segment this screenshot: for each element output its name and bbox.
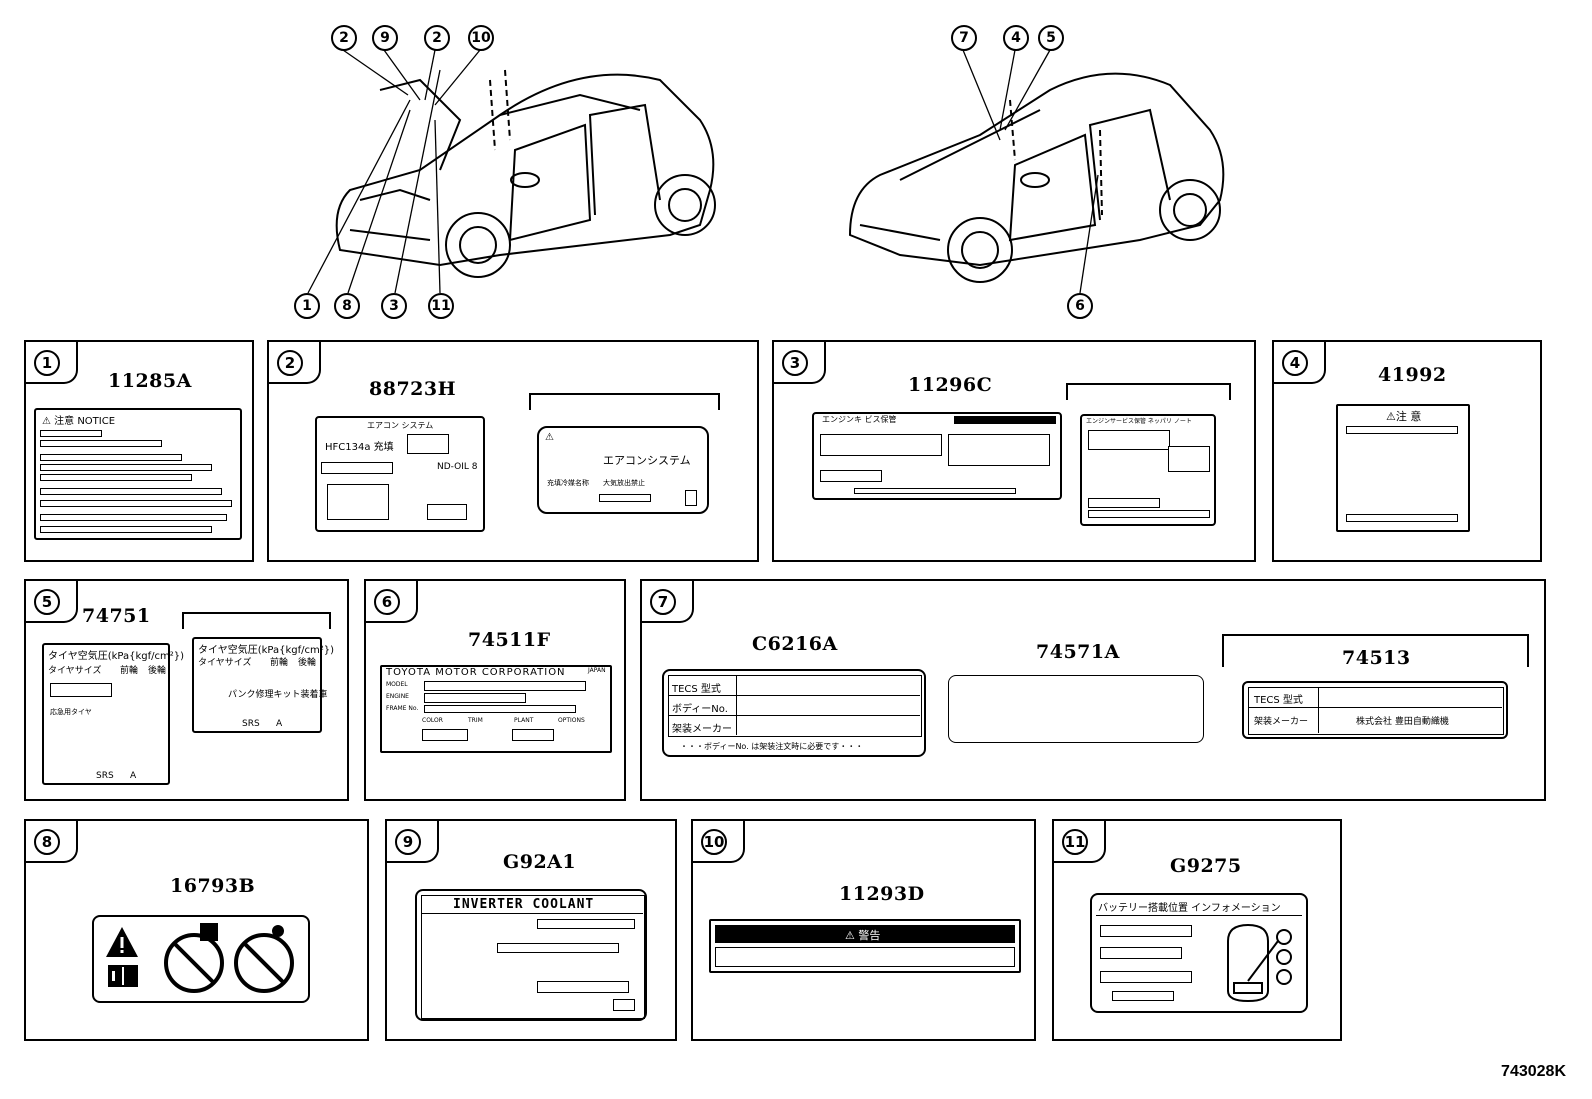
part-number-74511F: 74511F [468,629,551,651]
label-88723H: エアコン システム HFC134a 充填 ND-OIL 8 [315,416,485,532]
label-74513: TECS 型式 架装メーカー 株式会社 豊田自動織機 [1242,681,1508,739]
panel-5-number: 5 [34,589,60,615]
panel-9: 9 G92A1 INVERTER COOLANT [385,819,677,1041]
panel-11-number: 11 [1062,829,1088,855]
car-top-view-icon [1227,923,1292,1003]
car-illustration-rear-view [848,49,1225,294]
part-number-74751: 74751 [82,605,151,627]
panel-7-number: 7 [650,589,676,615]
callout-10: 10 [468,25,494,51]
part-number-11285A: 11285A [108,370,192,392]
panel-6: 6 74511F TOYOTA MOTOR CORPORATION JAPAN … [364,579,626,801]
panel-2-number: 2 [277,350,303,376]
figure-number: 743028K [1501,1063,1566,1080]
no-child-seat-icon [164,923,224,993]
panel-4-number: 4 [1282,350,1308,376]
panel-4: 4 41992 ⚠注 意 [1272,340,1542,562]
callout-6: 6 [1067,293,1093,319]
callout-9: 9 [372,25,398,51]
callout-1: 1 [294,293,320,319]
part-number-G9275: G9275 [1170,855,1242,877]
label-16793B [92,915,310,1003]
part-number-G92A1: G92A1 [503,851,577,873]
callout-4: 4 [1003,25,1029,51]
car-illustration-front [307,49,716,294]
part-number-C6216A: C6216A [752,633,838,655]
warning-triangle-icon [106,927,138,957]
label-74511F: TOYOTA MOTOR CORPORATION JAPAN MODEL ENG… [380,665,612,753]
part-number-74571A: 74571A [1036,641,1120,663]
label-11296C: エンジンキ ビス保管 [812,412,1062,500]
label-G9275: バッテリー搭載位置 インフォメーション [1090,893,1308,1013]
label-11285A: ⚠ 注意 NOTICE [34,408,242,540]
panel-3: 3 11296C エンジンキ ビス保管 エンジンサービス保管 ネッパリ ノート [772,340,1256,562]
label-aircon-system: ⚠ エアコンシステム 充填冷媒名称 大気放出禁止 [537,426,709,514]
panel-1: 1 11285A ⚠ 注意 NOTICE [24,340,254,562]
panel-11: 11 G9275 バッテリー搭載位置 インフォメーション [1052,819,1342,1041]
label-11293D: ⚠ 警告 [709,919,1021,973]
part-number-11293D: 11293D [839,883,925,905]
part-number-74513: 74513 [1342,647,1411,669]
part-number-16793B: 16793B [170,875,256,897]
label-C6216A: TECS 型式 ボディーNo. 架装メーカー ・・・ボディーNo. は架装注文時… [662,669,926,757]
callout-11: 11 [428,293,454,319]
panel-9-number: 9 [395,829,421,855]
callout-3: 3 [381,293,407,319]
part-number-41992: 41992 [1378,364,1447,386]
panel-10-number: 10 [701,829,727,855]
callout-7: 7 [951,25,977,51]
label-74751: タイヤ空気圧(kPa{kgf/cm²}) タイヤサイズ 前輪 後輪 応急用タイヤ… [42,643,184,785]
read-manual-icon [108,965,138,987]
no-rear-facing-seat-icon [234,925,294,993]
part-number-11296C: 11296C [908,374,993,396]
panel-10: 10 11293D ⚠ 警告 [691,819,1036,1041]
label-G92A1: INVERTER COOLANT [415,889,647,1021]
callout-2b: 2 [424,25,450,51]
panel-5: 5 74751 タイヤ空気圧(kPa{kgf/cm²}) タイヤサイズ 前輪 後… [24,579,349,801]
panel-1-number: 1 [34,350,60,376]
panel-2: 2 88723H エアコン システム HFC134a 充填 ND-OIL 8 ⚠… [267,340,759,562]
label-41992: ⚠注 意 [1336,404,1470,532]
callout-5: 5 [1038,25,1064,51]
panel-8-number: 8 [34,829,60,855]
label-74571A [948,675,1204,743]
part-number-88723H: 88723H [369,378,457,400]
panel-8: 8 16793B [24,819,369,1041]
panel-6-number: 6 [374,589,400,615]
panel-7: 7 C6216A TECS 型式 ボディーNo. 架装メーカー ・・・ボディーN… [640,579,1546,801]
label-tire-pressure-spare: タイヤ空気圧(kPa{kgf/cm²}) タイヤサイズ 前輪 後輪 パンク修理キ… [192,637,334,733]
callout-8: 8 [334,293,360,319]
notice-header: ⚠ 注意 NOTICE [42,416,116,427]
callout-2a: 2 [331,25,357,51]
panel-3-number: 3 [782,350,808,376]
label-engine-service: エンジンサービス保管 ネッパリ ノート [1080,414,1216,526]
